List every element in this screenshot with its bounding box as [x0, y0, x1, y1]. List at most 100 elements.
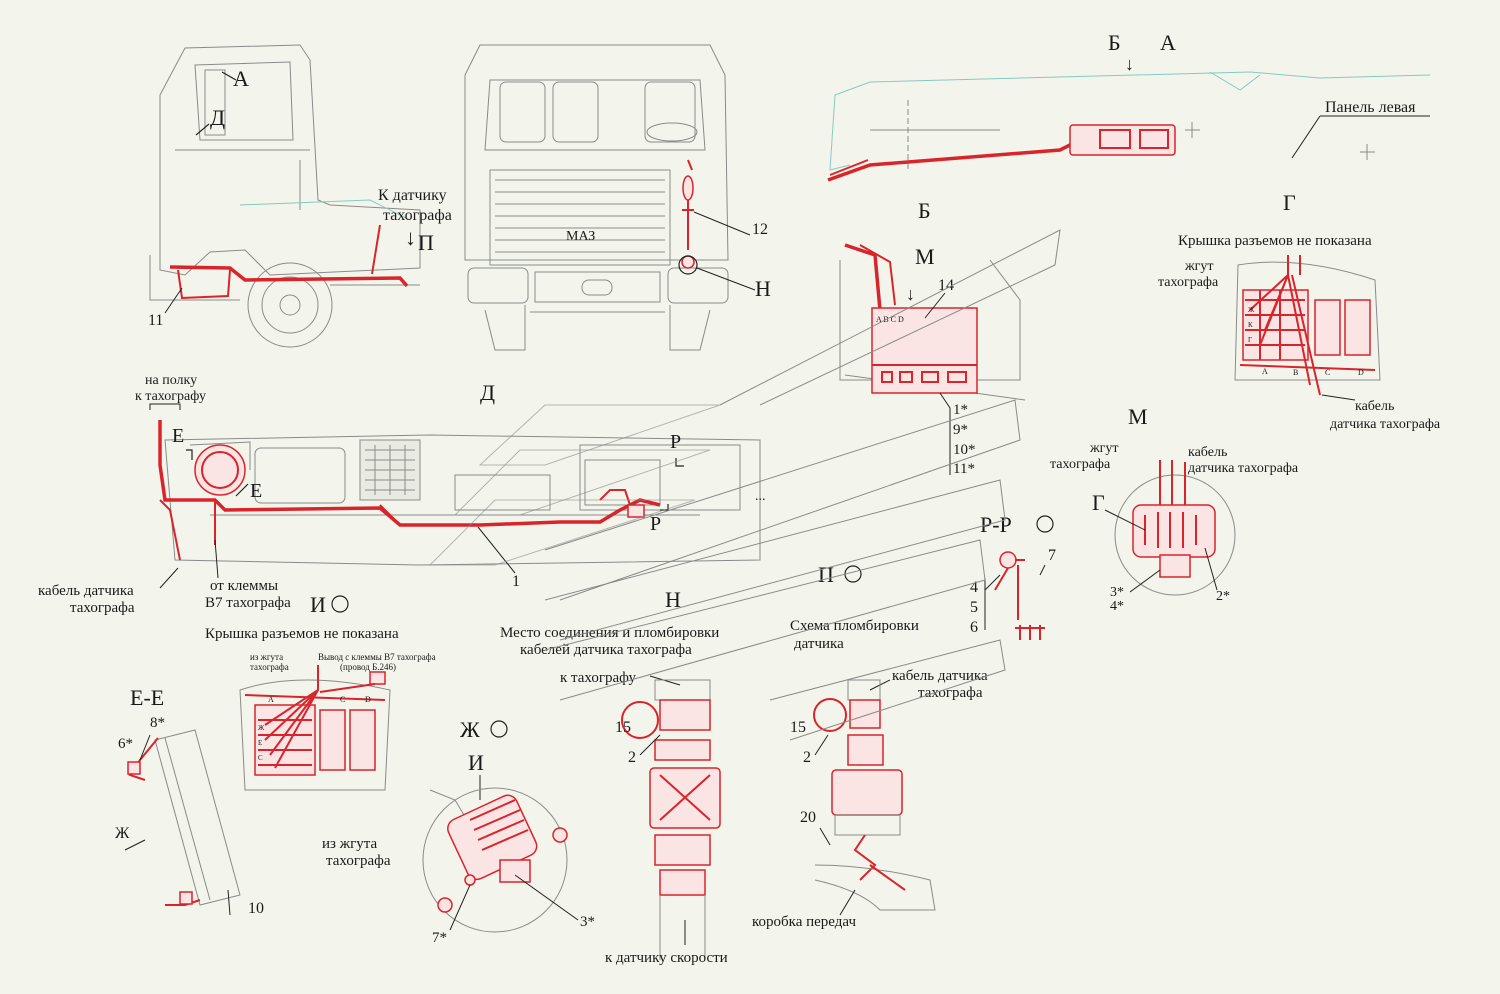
- callout-15: 15: [615, 719, 631, 736]
- view-label-p: П: [418, 230, 434, 255]
- b-connector-letters: A B C D: [876, 315, 904, 324]
- callout-12: 12: [752, 221, 768, 238]
- view-a-title: А: [1160, 30, 1176, 55]
- view-m: М жгут тахографа кабель датчика тахограф…: [1050, 404, 1299, 614]
- i-pin-e: Е: [258, 739, 262, 747]
- callout-7: 7: [1048, 547, 1056, 564]
- view-label-d: Д: [210, 105, 225, 130]
- callout-6s: 6*: [118, 736, 133, 752]
- label-cable-tacho-2: тахографа: [918, 685, 983, 701]
- label-harness-m-2: тахографа: [1050, 457, 1111, 472]
- label-cable-g: кабель: [1355, 399, 1394, 414]
- label-harness-g: жгут: [1184, 259, 1214, 274]
- arrow-m: ↓: [906, 284, 915, 304]
- view-label-n: Н: [755, 276, 771, 301]
- label-cover-g: Крышка разъемов не показана: [1178, 233, 1372, 249]
- label-from-harness-zh-2: тахографа: [326, 853, 391, 869]
- arrow-b-top: ↓: [1125, 54, 1134, 74]
- callout-3s: 3*: [1110, 585, 1124, 600]
- view-i-title: И: [310, 592, 326, 617]
- view-i: И Крышка разъемов не показана из жгута т…: [205, 592, 436, 791]
- callout-10: 10: [248, 900, 264, 917]
- view-label-a: А: [233, 66, 249, 91]
- callout-4: 4: [970, 579, 978, 596]
- truck-side-view: А Д К датчику тахографа ↓ П 11: [148, 44, 452, 348]
- label-output-b7: Вывод с клеммы В7 тахографа: [318, 652, 436, 662]
- connector-guides: [428, 229, 1061, 741]
- section-r-r: Р-Р 7 4 5 6: [970, 512, 1056, 640]
- label-terminal-2: В7 тахографа: [205, 595, 291, 611]
- view-n-joint: Н Место соединения и пломбировки кабелей…: [500, 587, 728, 966]
- label-to-sensor: К датчику: [378, 187, 447, 204]
- label-output-b7-2: (провод Б.246): [340, 662, 396, 672]
- label-to-sensor-2: тахографа: [383, 207, 452, 224]
- view-g-label-m: Г: [1092, 490, 1105, 515]
- callout-15b: 15: [790, 719, 806, 736]
- label-panel-left: Панель левая: [1325, 99, 1416, 116]
- label-gearbox: коробка передач: [752, 914, 856, 930]
- label-cable-m-2: датчика тахографа: [1188, 461, 1299, 476]
- callout-11: 11: [148, 312, 163, 329]
- g-pin-zh: Ж: [1248, 306, 1255, 314]
- label-terminal: от клеммы: [210, 578, 278, 594]
- truck-front-view: МАЗ 12 Н: [464, 44, 771, 351]
- label-to-speed: к датчику скорости: [605, 950, 728, 966]
- view-d: Д на полку к тахографу Е Е Р Р 1 кабель …: [38, 373, 766, 616]
- label-from-harness-zh: из жгута: [322, 836, 377, 852]
- label-shelf: на полку: [145, 373, 197, 388]
- label-joint-2: кабелей датчика тахографа: [520, 642, 692, 658]
- view-b: Б A B C D М ↓ 14 1* 9* 10* 11*: [839, 198, 1026, 477]
- label-seal-2: датчика: [794, 636, 844, 652]
- view-g: Г Крышка разъемов не показана жгут тахог…: [1158, 190, 1441, 432]
- g-connector-d: D: [1358, 368, 1364, 377]
- ellipsis-mark: ...: [755, 489, 766, 504]
- view-r-label-top: Р: [670, 431, 681, 453]
- callout-5: 5: [970, 599, 978, 616]
- view-p-seal: П Схема пломбировки датчика кабель датчи…: [752, 562, 988, 930]
- callout-9s: 9*: [953, 422, 968, 438]
- arrow-label-p: ↓: [405, 225, 416, 250]
- section-e-e: Е-Е 8* 6* Ж 10: [115, 685, 264, 917]
- view-zh-arrow-label: Ж: [115, 825, 130, 842]
- view-e-label-top: Е: [172, 425, 184, 447]
- g-connector-b: B: [1293, 368, 1298, 377]
- section-ee-title: Е-Е: [130, 685, 164, 710]
- view-b-title: Б: [918, 198, 931, 223]
- label-harness-g-2: тахографа: [1158, 275, 1219, 290]
- g-pin-g: Г: [1248, 336, 1252, 344]
- view-p-rot-title: П: [818, 562, 834, 587]
- i-connector-c: C: [340, 695, 345, 704]
- callout-8s: 8*: [150, 715, 165, 731]
- i-pin-s: С: [258, 754, 263, 762]
- view-m-label: М: [915, 244, 935, 269]
- label-shelf-2: к тахографу: [135, 389, 206, 404]
- label-harness-m: жгут: [1089, 441, 1119, 456]
- view-n-title: Н: [665, 587, 681, 612]
- callout-3s-i: 3*: [580, 914, 595, 930]
- callout-20: 20: [800, 809, 816, 826]
- callout-11s: 11*: [953, 461, 975, 477]
- view-label-b-top: Б: [1108, 30, 1121, 55]
- view-r-label-bottom: Р: [650, 513, 661, 535]
- callout-7s: 7*: [432, 930, 447, 946]
- label-seal: Схема пломбировки: [790, 618, 919, 634]
- view-m-title: М: [1128, 404, 1148, 429]
- i-connector-a: A: [268, 695, 274, 704]
- g-connector-a: A: [1262, 367, 1268, 376]
- brand-logo: МАЗ: [566, 229, 595, 244]
- view-zh: Ж И из жгута тахографа 7* 3*: [322, 717, 595, 946]
- label-cable-m: кабель: [1188, 445, 1227, 460]
- callout-6: 6: [970, 619, 978, 636]
- i-connector-d: D: [365, 695, 371, 704]
- g-pin-k: К: [1248, 321, 1253, 329]
- view-g-title: Г: [1283, 190, 1296, 215]
- view-zh-title: Ж: [460, 717, 480, 742]
- callout-10s: 10*: [953, 442, 976, 458]
- label-from-harness-i: из жгута: [250, 652, 283, 662]
- label-sensor-cable-d: кабель датчика: [38, 583, 134, 599]
- view-d-title: Д: [480, 380, 495, 405]
- callout-2s: 2*: [1216, 589, 1230, 604]
- label-cover-i: Крышка разъемов не показана: [205, 626, 399, 642]
